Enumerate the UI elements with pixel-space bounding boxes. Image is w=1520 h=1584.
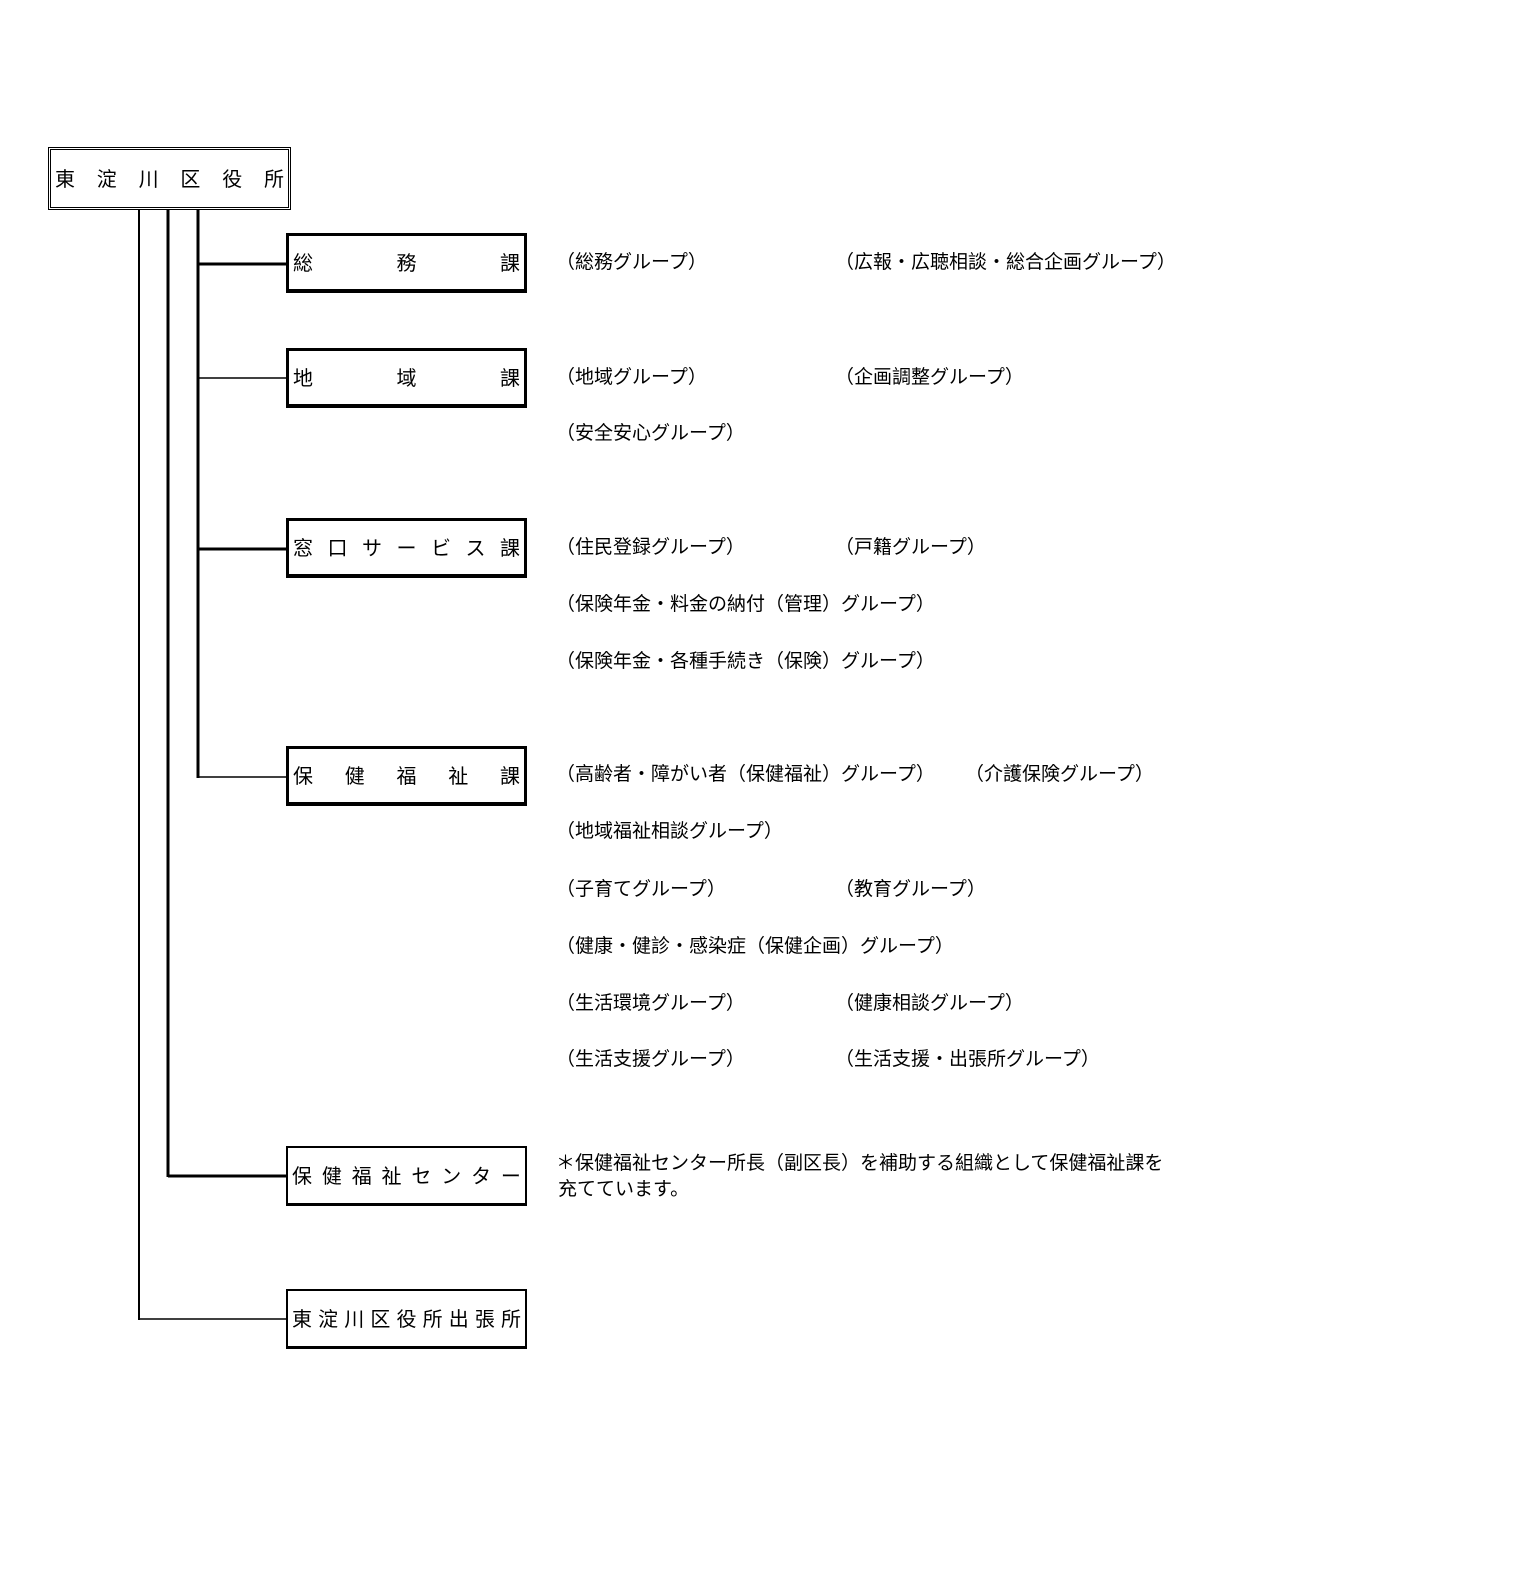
- dept-label-hokenfukushi: 保健福祉課: [293, 749, 520, 802]
- root-label: 東淀川区役所: [55, 150, 284, 207]
- label-char: 区: [180, 166, 201, 191]
- label-char: 課: [500, 535, 520, 560]
- label-char: 淀: [96, 166, 117, 191]
- group-label: （保険年金・料金の納付（管理）グループ）: [556, 593, 935, 615]
- label-char: 東: [55, 166, 75, 191]
- group-label: （健康・健診・感染症（保健企画）グループ）: [556, 935, 954, 957]
- group-label: （生活支援・出張所グループ）: [835, 1048, 1100, 1070]
- center-note-line: ＊保健福祉センター所長（副区長）を補助する組織として保健福祉課を: [556, 1152, 1164, 1174]
- dept-label-center: 保健福祉センター: [292, 1148, 521, 1203]
- group-label: （子育てグループ）: [556, 878, 726, 900]
- label-char: 淀: [318, 1306, 339, 1331]
- label-char: ス: [465, 535, 486, 560]
- group-label: （安全安心グループ）: [556, 422, 745, 444]
- label-char: ビ: [431, 535, 451, 560]
- label-char: 域: [396, 365, 417, 390]
- group-label: （広報・広聴相談・総合企画グループ）: [835, 251, 1176, 273]
- label-char: 所: [422, 1306, 443, 1331]
- dept-label-madoguchi: 窓口サービス課: [293, 521, 520, 574]
- group-label: （健康相談グループ）: [835, 992, 1024, 1014]
- group-label: （総務グループ）: [556, 251, 707, 273]
- group-label: （生活環境グループ）: [556, 992, 745, 1014]
- label-char: 健: [321, 1163, 342, 1188]
- label-char: ー: [500, 1163, 521, 1188]
- label-char: 所: [263, 166, 284, 191]
- label-char: 課: [500, 250, 520, 275]
- group-label: （企画調整グループ）: [835, 366, 1024, 388]
- label-char: 張: [474, 1306, 495, 1331]
- label-char: 川: [138, 166, 159, 191]
- dept-label-chiiki: 地域課: [293, 351, 520, 404]
- label-char: ン: [441, 1163, 462, 1188]
- dept-box-hokenfukushi: 保健福祉課: [286, 746, 527, 806]
- label-char: 課: [500, 763, 520, 788]
- group-label: （保険年金・各種手続き（保険）グループ）: [556, 650, 935, 672]
- label-char: 役: [396, 1306, 417, 1331]
- label-char: 川: [344, 1306, 365, 1331]
- group-label: （介護保険グループ）: [965, 763, 1154, 785]
- dept-box-branch: 東淀川区役所出張所: [286, 1289, 527, 1349]
- label-char: セ: [411, 1163, 432, 1188]
- label-char: 窓: [293, 535, 313, 560]
- dept-box-chiiki: 地域課: [286, 348, 527, 408]
- label-char: 出: [448, 1306, 469, 1331]
- label-char: 祉: [381, 1163, 402, 1188]
- label-char: 務: [396, 250, 417, 275]
- dept-box-madoguchi: 窓口サービス課: [286, 518, 527, 578]
- group-label: （住民登録グループ）: [556, 536, 745, 558]
- dept-box-center: 保健福祉センター: [286, 1146, 527, 1206]
- group-label: （地域福祉相談グループ）: [556, 820, 783, 842]
- label-char: 祉: [448, 763, 469, 788]
- center-note-line: 充てています。: [558, 1178, 690, 1200]
- label-char: 地: [293, 365, 313, 390]
- group-label: （高齢者・障がい者（保健福祉）グループ）: [556, 763, 935, 785]
- center-note: ＊保健福祉センター所長（副区長）を補助する組織として保健福祉課を 充てています。: [556, 1150, 1256, 1202]
- group-label: （生活支援グループ）: [556, 1048, 745, 1070]
- label-char: 役: [222, 166, 243, 191]
- label-char: 口: [327, 535, 348, 560]
- label-char: 区: [370, 1306, 391, 1331]
- dept-label-branch: 東淀川区役所出張所: [292, 1291, 521, 1346]
- label-char: 所: [501, 1306, 521, 1331]
- dept-label-soumu: 総務課: [293, 236, 520, 289]
- label-char: 課: [500, 365, 520, 390]
- group-label: （教育グループ）: [835, 878, 986, 900]
- label-char: 健: [344, 763, 365, 788]
- group-label: （戸籍グループ）: [835, 536, 986, 558]
- label-char: 保: [292, 1163, 312, 1188]
- label-char: 東: [292, 1306, 312, 1331]
- label-char: サ: [362, 535, 382, 560]
- label-char: 保: [293, 763, 313, 788]
- dept-box-soumu: 総務課: [286, 233, 527, 293]
- label-char: 福: [351, 1163, 372, 1188]
- label-char: ー: [396, 535, 417, 560]
- label-char: タ: [471, 1163, 492, 1188]
- group-label: （地域グループ）: [556, 366, 707, 388]
- label-char: 福: [396, 763, 417, 788]
- root-box: 東淀川区役所: [48, 147, 291, 210]
- label-char: 総: [293, 250, 313, 275]
